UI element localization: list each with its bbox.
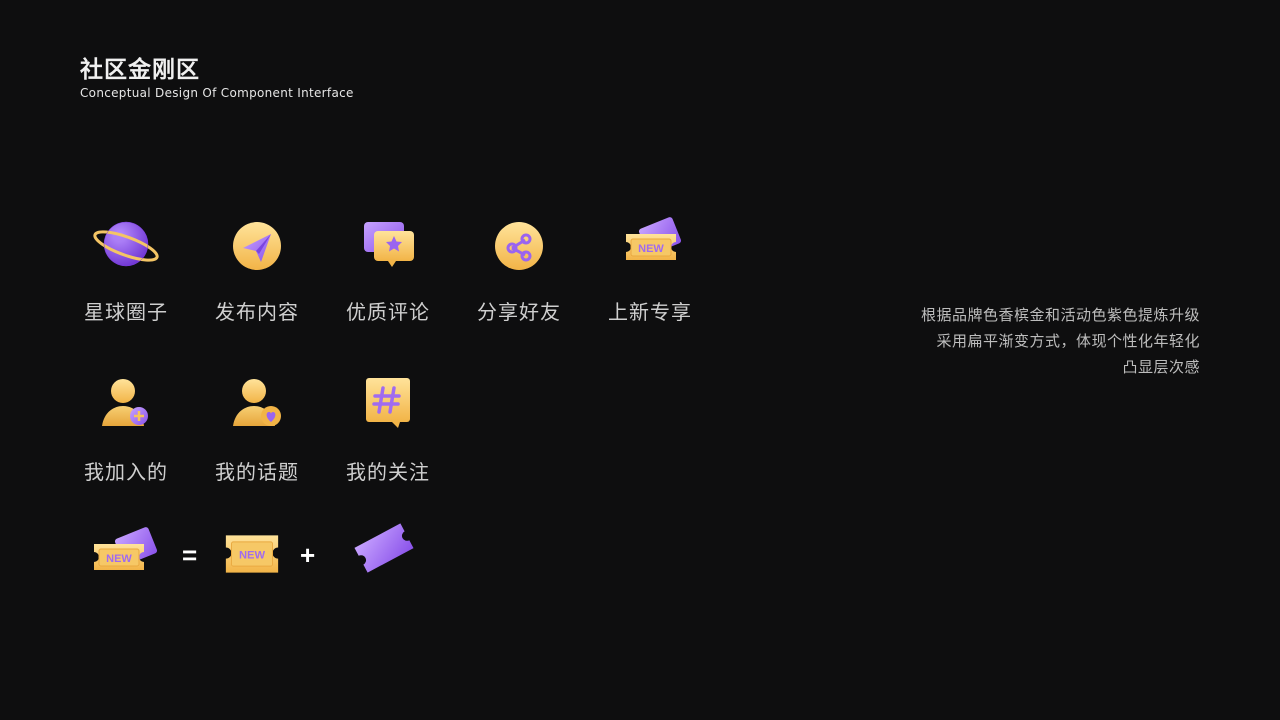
planet-icon — [93, 221, 159, 267]
item-new-exclusive[interactable]: NEW 上新专享 — [595, 210, 705, 325]
item-publish[interactable]: 发布内容 — [202, 210, 312, 325]
item-my-joined[interactable]: 我加入的 — [71, 370, 181, 485]
description-line: 凸显层次感 — [1122, 358, 1200, 376]
new-ticket-gold-icon: NEW — [225, 535, 279, 573]
item-label: 我的话题 — [215, 460, 299, 484]
description-text: 根据品牌色香槟金和活动色紫色提炼升级 采用扁平渐变方式，体现个性化年轻化 凸显层… — [921, 302, 1200, 380]
user-heart-icon — [233, 379, 281, 426]
equals-sign: = — [182, 540, 198, 570]
item-planet-circle[interactable]: 星球圈子 — [71, 210, 181, 325]
purple-ticket-icon — [354, 523, 414, 573]
item-label: 优质评论 — [346, 300, 430, 324]
page-subtitle: Conceptual Design Of Component Interface — [80, 86, 354, 100]
plus-sign: + — [300, 540, 316, 570]
paper-plane-icon — [233, 222, 281, 270]
hashtag-icon — [366, 378, 410, 428]
item-label: 上新专享 — [608, 300, 692, 324]
item-my-following[interactable]: 我的关注 — [333, 370, 443, 485]
page-title: 社区金刚区 — [80, 57, 200, 83]
item-label: 星球圈子 — [84, 300, 168, 324]
svg-text:NEW: NEW — [638, 243, 664, 255]
item-label: 我的关注 — [346, 460, 430, 484]
new-ticket-icon: NEW — [626, 217, 682, 260]
comment-star-icon — [364, 222, 414, 267]
item-my-topics[interactable]: 我的话题 — [202, 370, 312, 485]
share-icon — [495, 222, 543, 270]
item-label: 发布内容 — [215, 300, 299, 324]
item-quality-comment[interactable]: 优质评论 — [333, 210, 443, 325]
description-line: 采用扁平渐变方式，体现个性化年轻化 — [936, 332, 1200, 350]
new-ticket-combined-icon: NEW — [94, 527, 158, 570]
user-add-icon — [102, 379, 148, 426]
svg-text:NEW: NEW — [239, 550, 266, 562]
svg-text:NEW: NEW — [106, 553, 132, 565]
description-line: 根据品牌色香槟金和活动色紫色提炼升级 — [920, 306, 1200, 324]
item-label: 分享好友 — [477, 300, 561, 324]
item-label: 我加入的 — [84, 460, 168, 484]
item-share-friends[interactable]: 分享好友 — [464, 210, 574, 325]
